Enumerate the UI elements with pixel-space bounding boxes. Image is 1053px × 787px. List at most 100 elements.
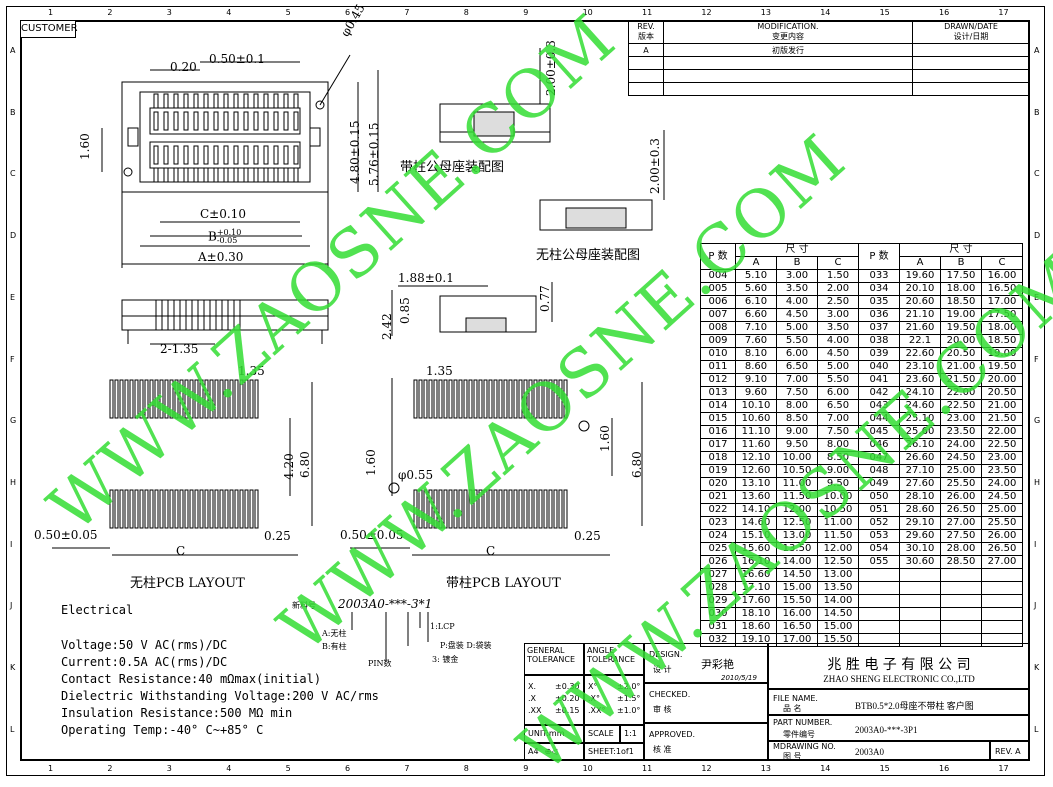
table-cell: 23.50	[981, 464, 1023, 478]
table-cell: 5.00	[776, 321, 818, 335]
zone-number: 16	[939, 764, 950, 773]
table-cell	[981, 620, 1023, 634]
zone-number: 13	[760, 8, 771, 17]
dim-pitch: 0.50±0.1	[209, 52, 265, 66]
table-cell: 27.00	[981, 555, 1023, 569]
zone-number: 15	[879, 8, 890, 17]
table-cell: 9.50	[817, 477, 859, 491]
table-cell: 9.50	[776, 438, 818, 452]
zone-letter: J	[1034, 601, 1037, 611]
table-cell: 13.60	[735, 490, 777, 504]
zone-number: 6	[345, 8, 351, 17]
dim-025-left: 0.25	[264, 529, 291, 543]
zone-number: 12	[701, 764, 712, 773]
table-cell: 9.00	[817, 464, 859, 478]
dim-480: 4.80±0.15	[348, 120, 362, 185]
zone-number: 8	[463, 8, 469, 17]
code-plating: 3: 镀金	[432, 655, 459, 664]
table-cell: 054	[858, 542, 900, 556]
table-cell: 13.50	[817, 581, 859, 595]
col-c-right: C	[981, 256, 1023, 270]
table-cell: 9.10	[735, 373, 777, 387]
table-cell: 21.10	[899, 308, 941, 322]
table-cell: 22.50	[981, 438, 1023, 452]
company-cell: 兆 胜 电 子 有 限 公 司 ZHAO SHENG ELECTRONIC CO…	[768, 643, 1030, 689]
table-cell: 6.00	[817, 386, 859, 400]
table-cell: 14.00	[776, 555, 818, 569]
table-cell: 039	[858, 347, 900, 361]
table-cell: 11.00	[776, 477, 818, 491]
table-cell: 022	[700, 503, 736, 517]
assembly-no-post-caption: 无柱公母座装配图	[536, 248, 641, 263]
zone-number: 5	[285, 764, 291, 773]
col-b-right: B	[940, 256, 982, 270]
table-cell: 017	[700, 438, 736, 452]
table-cell: 10.50	[817, 503, 859, 517]
zone-number: 2	[107, 8, 113, 17]
table-cell: 7.00	[776, 373, 818, 387]
dim-b: B+0.10-0.05	[208, 228, 242, 245]
table-cell: 015	[700, 412, 736, 426]
table-cell: 034	[858, 282, 900, 296]
table-cell: 24.50	[981, 490, 1023, 504]
table-cell: 4.00	[776, 295, 818, 309]
table-cell: 052	[858, 516, 900, 530]
dim-160-right: 1.60	[598, 425, 612, 452]
zone-letter: I	[1034, 539, 1037, 549]
table-cell: 10.50	[776, 464, 818, 478]
dim-025-right: 0.25	[574, 529, 601, 543]
table-cell: 20.50	[981, 386, 1023, 400]
general-tolerance-label: GENERAL TOLERANCE	[524, 643, 584, 675]
code-lcp: 1:LCP	[430, 622, 455, 631]
code-pin-count: PIN数	[368, 659, 392, 668]
table-cell: 046	[858, 438, 900, 452]
table-cell: 17.00	[981, 295, 1023, 309]
table-cell: 011	[700, 360, 736, 374]
table-cell: 15.50	[776, 594, 818, 608]
zone-letter: D	[10, 231, 17, 241]
table-cell: 013	[700, 386, 736, 400]
code-packing: P:盘装 D:袋装	[440, 641, 492, 650]
table-cell: 038	[858, 334, 900, 348]
table-cell: 27.10	[899, 464, 941, 478]
table-cell: 14.50	[817, 607, 859, 621]
zone-number: 9	[523, 8, 529, 17]
zone-letter: K	[10, 663, 16, 672]
table-cell: 005	[700, 282, 736, 296]
zone-number: 5	[285, 8, 291, 17]
zone-letter: G	[10, 416, 17, 426]
table-cell: 049	[858, 477, 900, 491]
electrical-title: Electrical	[61, 603, 134, 617]
zone-number: 12	[701, 8, 712, 17]
table-cell: 13.00	[817, 568, 859, 582]
dim-680-right: 6.80	[630, 451, 644, 478]
table-cell: 2.50	[817, 295, 859, 309]
table-cell: 7.50	[817, 425, 859, 439]
table-cell: 031	[700, 620, 736, 634]
table-cell: 7.10	[735, 321, 777, 335]
table-cell: 12.00	[776, 503, 818, 517]
dim-050-right: 0.50±0.05	[340, 528, 404, 542]
table-cell: 16.00	[981, 269, 1023, 283]
table-cell: 7.50	[776, 386, 818, 400]
table-cell: 036	[858, 308, 900, 322]
zone-number: 8	[463, 764, 469, 773]
table-cell	[858, 594, 900, 608]
outer-frame	[6, 6, 1045, 776]
table-cell: 051	[858, 503, 900, 517]
table-cell: 020	[700, 477, 736, 491]
zone-letter: C	[10, 169, 16, 179]
file-name-cell: FILE NAME. 品 名 BTB0.5*2.0母座不带柱 客户图	[768, 689, 1030, 715]
table-cell: 10.60	[735, 412, 777, 426]
table-cell	[899, 568, 941, 582]
size-header: 尺 寸	[735, 243, 859, 257]
table-cell: 026	[700, 555, 736, 569]
table-cell: 18.00	[940, 282, 982, 296]
table-cell	[858, 568, 900, 582]
